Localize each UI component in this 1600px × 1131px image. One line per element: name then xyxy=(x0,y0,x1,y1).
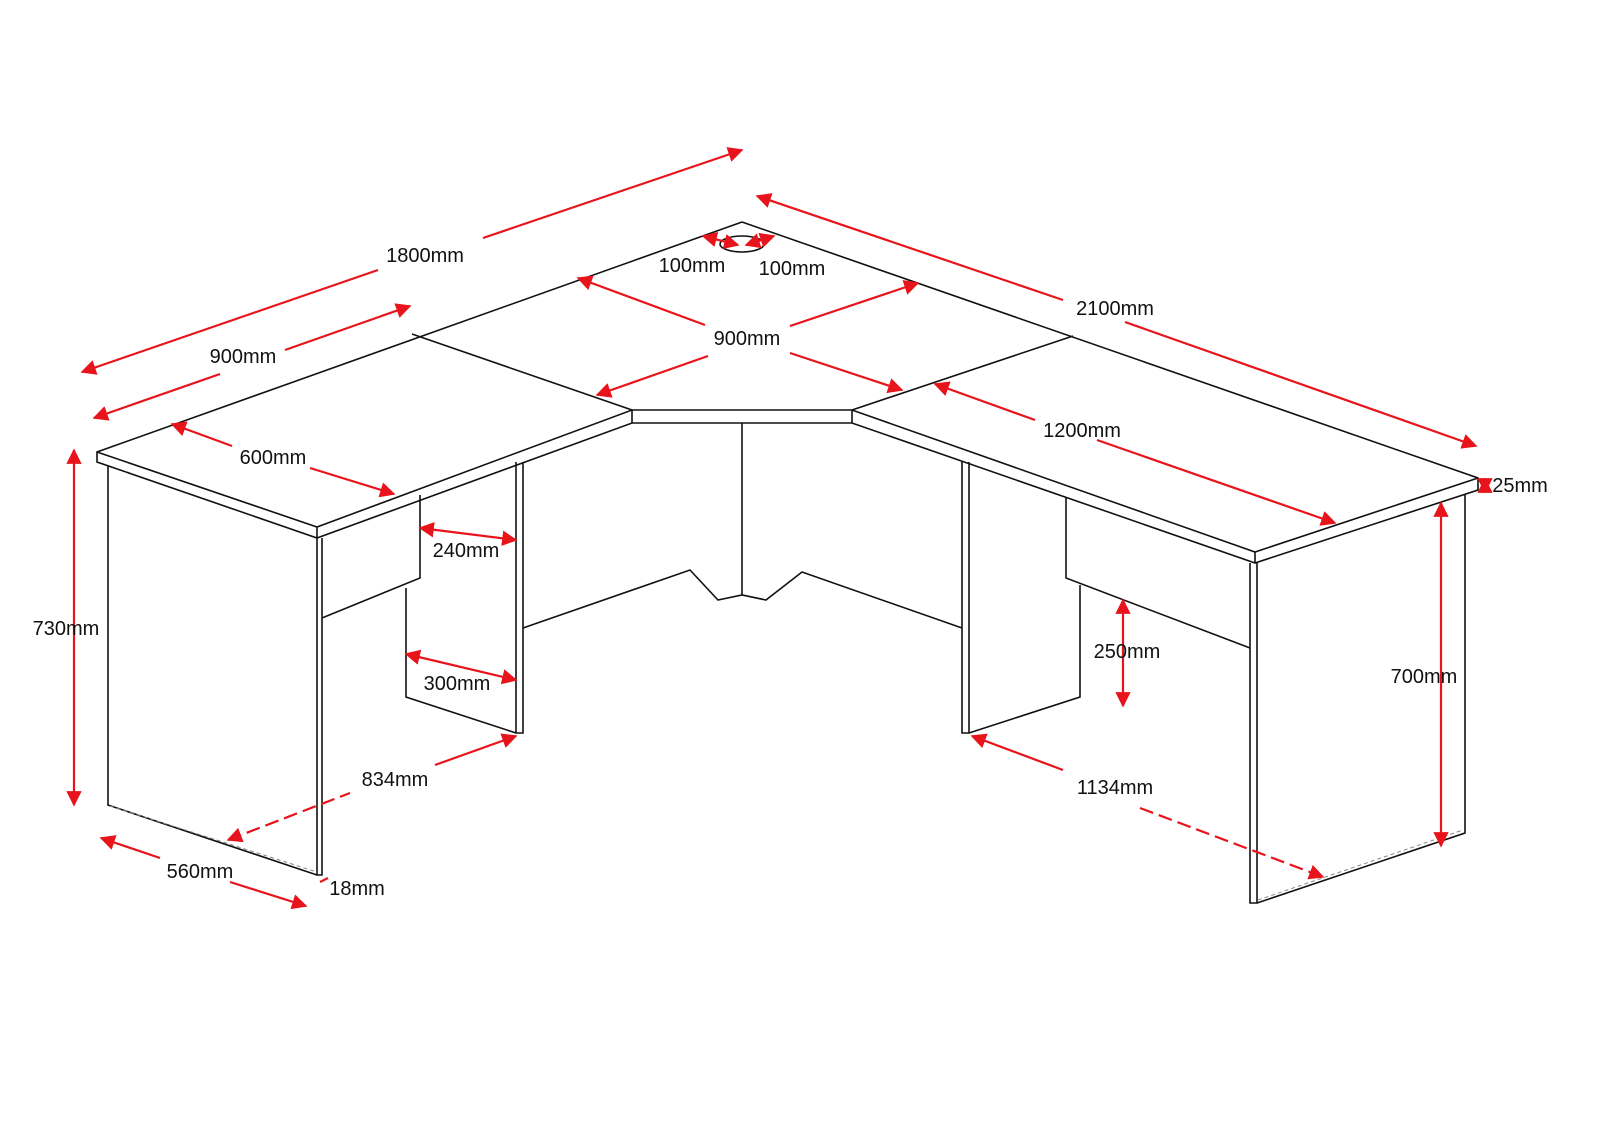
label-left-depth: 900mm xyxy=(210,346,277,368)
dimension-arrow xyxy=(319,877,329,883)
cable-grommet xyxy=(719,235,765,253)
label-leg-height: 700mm xyxy=(1391,666,1458,688)
label-left-leg-span: 834mm xyxy=(362,769,429,791)
label-right-leg-span: 1134mm xyxy=(1077,777,1153,799)
dimension-arrow xyxy=(226,791,351,843)
label-overall-right: 2100mm xyxy=(1076,298,1154,320)
dimension-arrows xyxy=(66,147,1493,910)
label-drawer-height: 250mm xyxy=(1094,641,1161,663)
dimension-arrow xyxy=(576,275,706,327)
dimension-arrow xyxy=(418,522,518,546)
outline-edge xyxy=(1256,495,1466,904)
dimension-arrow xyxy=(1124,320,1478,449)
dimension-arrow xyxy=(595,354,709,398)
outline-edge xyxy=(968,585,1081,734)
dimension-arrow xyxy=(434,733,518,767)
floor-line xyxy=(109,805,318,873)
label-pedestal-depth: 300mm xyxy=(424,673,491,695)
outline-edge xyxy=(411,333,633,411)
label-end-panel-depth: 560mm xyxy=(167,861,234,883)
label-panel-thickness: 18mm xyxy=(329,878,385,900)
dimension-arrow xyxy=(933,381,1036,422)
dimension-arrow xyxy=(789,280,920,328)
outline-edge xyxy=(107,465,318,876)
dimension-arrow xyxy=(789,351,904,393)
outline-edge xyxy=(1065,497,1251,649)
desk-outline xyxy=(96,221,1479,904)
outline-edge xyxy=(851,335,1074,411)
dimension-arrow xyxy=(80,268,379,375)
outline-edge xyxy=(316,538,323,876)
dimension-arrow xyxy=(970,733,1064,772)
label-left-top-depth: 600mm xyxy=(240,447,307,469)
dimension-arrow xyxy=(229,880,308,910)
label-drawer-width: 240mm xyxy=(433,540,500,562)
dimension-arrow xyxy=(1096,438,1337,526)
dimension-arrow xyxy=(309,466,396,498)
dimension-arrow xyxy=(284,303,412,352)
label-corner-width: 900mm xyxy=(714,328,781,350)
label-height-total: 730mm xyxy=(33,618,100,640)
outline-edge xyxy=(1249,563,1258,904)
label-right-depth: 1200mm xyxy=(1043,420,1121,442)
dimension-arrow xyxy=(1139,806,1325,880)
outline-edge xyxy=(961,462,970,734)
dimension-arrow xyxy=(170,421,233,448)
outline-edge xyxy=(96,409,1479,553)
dimension-arrow xyxy=(92,372,221,421)
floor-line xyxy=(1257,829,1464,901)
dimension-arrow xyxy=(99,835,161,860)
label-overall-left: 1800mm xyxy=(386,245,464,267)
label-top-thickness: 25mm xyxy=(1492,475,1548,497)
dimension-arrow xyxy=(701,231,740,250)
label-grommet-right: 100mm xyxy=(759,258,826,280)
label-grommet-left: 100mm xyxy=(659,255,726,277)
dimension-arrow xyxy=(482,147,744,240)
dimension-arrow xyxy=(404,649,518,685)
dimension-arrow xyxy=(755,193,1064,302)
dimension-arrow xyxy=(744,232,776,249)
